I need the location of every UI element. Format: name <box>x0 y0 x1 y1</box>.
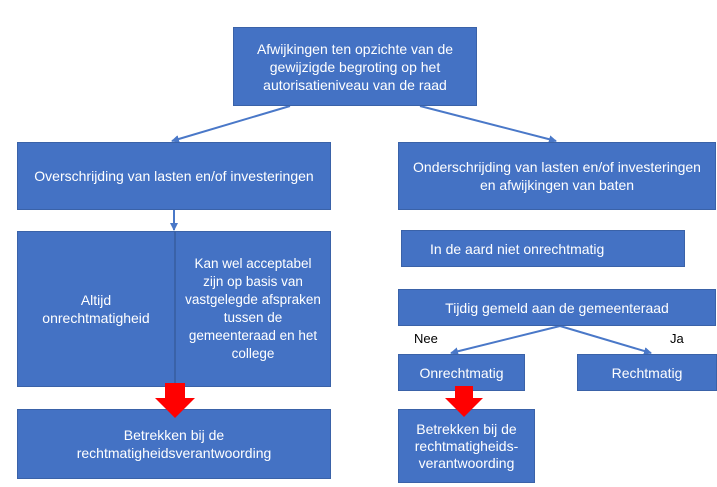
node-onderschrijding: Onderschrijding van lasten en/of investe… <box>398 142 716 210</box>
node-onderschrijding-text: Onderschrijding van lasten en/of investe… <box>413 159 701 193</box>
node-altijd: Altijd onrechtmatigheid <box>17 231 175 387</box>
node-betrekken-left-text: Betrekken bij de rechtmatigheidsverantwo… <box>76 427 272 461</box>
node-aard: In de aard niet onrechtmatig <box>401 230 685 267</box>
node-root: Afwijkingen ten opzichte van de gewijzig… <box>233 27 477 106</box>
node-betrekken-right: Betrekken bij de rechtmatigheids-verantw… <box>398 409 535 483</box>
node-betrekken-left: Betrekken bij de rechtmatigheidsverantwo… <box>17 409 331 479</box>
node-rechtmatig-text: Rechtmatig <box>611 364 683 381</box>
label-ja: Ja <box>670 331 684 346</box>
node-tijdig-text: Tijdig gemeld aan de gemeenteraad <box>445 299 669 316</box>
connector-root-right <box>419 105 557 144</box>
node-onrechtmatig: Onrechtmatig <box>398 354 525 391</box>
label-nee: Nee <box>414 331 438 346</box>
node-kan-wel: Kan wel acceptabel zijn op basis van vas… <box>175 231 331 387</box>
red-down-arrow-left <box>155 383 195 418</box>
node-betrekken-right-text: Betrekken bij de rechtmatigheids-verantw… <box>414 420 519 471</box>
node-overschrijding: Overschrijding van lasten en/of invester… <box>17 142 331 210</box>
node-overschrijding-text: Overschrijding van lasten en/of invester… <box>34 168 314 184</box>
node-kan-wel-text: Kan wel acceptabel zijn op basis van vas… <box>185 256 321 361</box>
red-down-arrow-right <box>445 386 483 417</box>
node-onrechtmatig-text: Onrechtmatig <box>419 364 504 381</box>
node-tijdig: Tijdig gemeld aan de gemeenteraad <box>398 289 716 326</box>
node-root-text: Afwijkingen ten opzichte van de gewijzig… <box>256 40 454 93</box>
node-aard-text: In de aard niet onrechtmatig <box>430 240 605 257</box>
connector-ja <box>559 325 652 355</box>
node-altijd-text: Altijd onrechtmatigheid <box>42 292 150 326</box>
node-rechtmatig: Rechtmatig <box>577 354 717 391</box>
connector-nee <box>450 325 561 356</box>
connector-root-left <box>171 105 291 143</box>
